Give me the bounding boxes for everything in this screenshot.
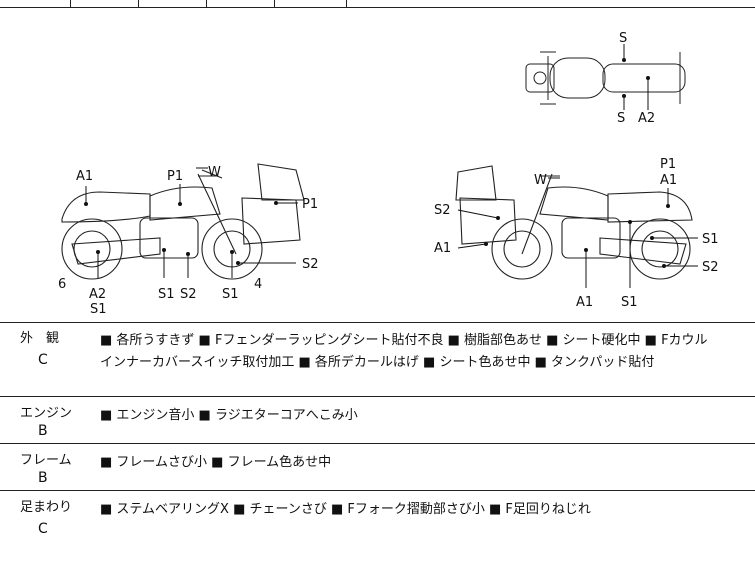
- table-divider: [274, 0, 275, 7]
- items-line: ■ エンジン音小 ■ ラジエターコアへこみ小: [100, 408, 358, 423]
- section-items: ■ ステムベアリングX ■ チェーンさび ■ Fフォーク摺動部さび小 ■ F足回…: [100, 499, 750, 521]
- section-grade: C: [38, 352, 48, 368]
- table-divider: [346, 0, 347, 7]
- section-grade: B: [38, 470, 48, 486]
- section-engine: エンジン B ■ エンジン音小 ■ ラジエターコアへこみ小: [0, 397, 755, 444]
- label-a2: A2: [638, 111, 655, 126]
- items-line: インナーカバースイッチ取付加工 ■ 各所デカールはげ ■ シート色あせ中 ■ タ…: [100, 355, 655, 370]
- section-items: ■ エンジン音小 ■ ラジエターコアへこみ小: [100, 405, 750, 427]
- section-items: ■ 各所うすきず ■ Fフェンダーラッピングシート貼付不良 ■ 樹脂部色あせ ■…: [100, 330, 750, 374]
- label-s2-right: S2: [702, 260, 719, 275]
- left-bike-leaders: [84, 167, 298, 278]
- top-view-leaders: [622, 44, 650, 110]
- right-bike: [455, 165, 693, 280]
- label-s1-right: S1: [702, 232, 719, 247]
- label-s1-bottom-right: S1: [621, 295, 638, 310]
- label-a1-top-right: A1: [660, 173, 677, 188]
- section-suspension: 足まわり C ■ ステムベアリングX ■ チェーンさび ■ Fフォーク摺動部さび…: [0, 491, 755, 561]
- section-category: フレーム: [20, 453, 72, 468]
- label-s2-bag-right: S2: [434, 203, 451, 218]
- table-divider: [138, 0, 139, 7]
- label-a1-bag-right: A1: [434, 241, 451, 256]
- label-p1-right: P1: [660, 157, 676, 172]
- label-four: 4: [254, 277, 262, 292]
- label-six: 6: [58, 277, 66, 292]
- section-grade: C: [38, 521, 48, 537]
- section-category: 足まわり: [20, 500, 73, 515]
- label-s2-wheel: S2: [302, 257, 319, 272]
- label-w-right: W: [534, 173, 547, 188]
- label-p1-bag: P1: [302, 197, 318, 212]
- label-a2-bottom: A2: [89, 287, 106, 302]
- label-a1: A1: [76, 169, 93, 184]
- label-s1-engine: S1: [158, 287, 175, 302]
- motorcycle-diagram: S S A2 A1 P1 W: [58, 31, 719, 317]
- damage-diagram: S S A2 A1 P1 W: [0, 8, 755, 323]
- top-table-edge: [0, 0, 755, 8]
- section-exterior: 外 観 C ■ 各所うすきず ■ Fフェンダーラッピングシート貼付不良 ■ 樹脂…: [0, 322, 755, 397]
- section-grade: B: [38, 423, 48, 439]
- label-s1-bottom: S1: [90, 302, 107, 317]
- items-line: ■ フレームさび小 ■ フレーム色あせ中: [100, 455, 332, 470]
- label-s-top: S: [619, 31, 627, 46]
- section-items: ■ フレームさび小 ■ フレーム色あせ中: [100, 452, 750, 474]
- table-divider: [206, 0, 207, 7]
- items-line: ■ 各所うすきず ■ Fフェンダーラッピングシート貼付不良 ■ 樹脂部色あせ ■…: [100, 333, 708, 348]
- label-s1-front: S1: [222, 287, 239, 302]
- section-category: エンジン: [20, 406, 73, 421]
- label-w: W: [208, 165, 221, 180]
- right-bike-leaders: [457, 177, 698, 288]
- label-s-bottom: S: [617, 111, 625, 126]
- label-s2-engine: S2: [180, 287, 197, 302]
- label-a1-bottom-right: A1: [576, 295, 593, 310]
- section-category: 外 観: [20, 331, 60, 346]
- section-frame: フレーム B ■ フレームさび小 ■ フレーム色あせ中: [0, 444, 755, 491]
- label-p1-tank: P1: [167, 169, 183, 184]
- items-line: ■ ステムベアリングX ■ チェーンさび ■ Fフォーク摺動部さび小 ■ F足回…: [100, 502, 591, 517]
- top-view-bike: [525, 51, 686, 105]
- table-divider: [70, 0, 71, 7]
